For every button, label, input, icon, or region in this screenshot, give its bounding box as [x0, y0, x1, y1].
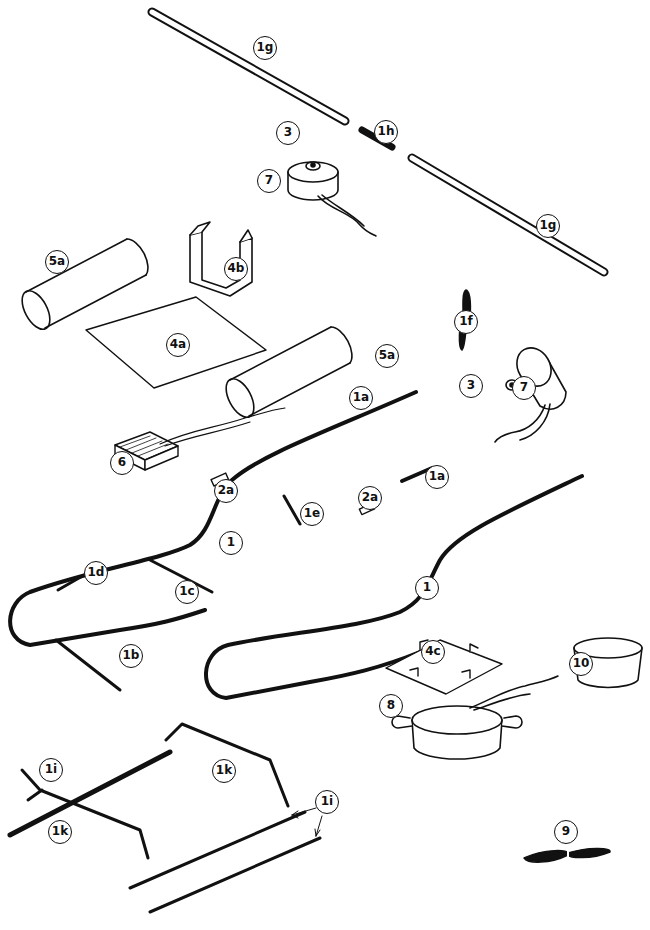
motor [288, 162, 376, 236]
callout-number: 5a [45, 250, 69, 274]
callout-number: 1c [175, 580, 199, 604]
crossbar [56, 496, 300, 690]
frame [10, 392, 582, 698]
callout-number: 1i [39, 758, 63, 782]
callout-number: 4a [166, 333, 190, 357]
callout-number: 2a [358, 486, 382, 510]
plate [86, 297, 266, 388]
callout-number: 1e [300, 502, 325, 526]
callout-number: 1h [374, 120, 399, 144]
callout-number: 1b [119, 644, 144, 668]
callout-number: 8 [379, 694, 403, 718]
callout-number: 1g [253, 36, 278, 60]
callout-number: 3 [459, 374, 483, 398]
motor [495, 342, 566, 442]
folded-card [190, 222, 252, 296]
callout-number: 3 [276, 121, 300, 145]
callout-number: 9 [554, 820, 578, 844]
tab-plate [386, 640, 502, 694]
callout-number: 4c [421, 640, 445, 664]
rotor-rod [152, 12, 604, 272]
motor [392, 676, 558, 759]
callout-number: 1f [454, 310, 478, 334]
callout-number: 1a [425, 465, 449, 489]
propeller [524, 846, 610, 862]
callout-number: 5a [375, 344, 399, 368]
callout-number: 2a [214, 479, 238, 503]
landing-gear [10, 724, 320, 912]
callout-number: 1k [48, 820, 72, 844]
callout-number: 10 [569, 652, 594, 676]
sleeve [211, 473, 375, 514]
callout-number: 1g [536, 214, 561, 238]
callout-number: 7 [257, 169, 281, 193]
callout-number: 1i [315, 790, 339, 814]
callout-number: 6 [110, 451, 134, 475]
leader-arrow [292, 808, 322, 836]
callout-number: 7 [512, 376, 536, 400]
callout-number: 1 [415, 576, 439, 600]
callout-number: 1a [349, 386, 373, 410]
callout-number: 1k [212, 759, 236, 783]
callout-number: 1 [219, 531, 243, 555]
callout-number: 1d [84, 561, 109, 585]
